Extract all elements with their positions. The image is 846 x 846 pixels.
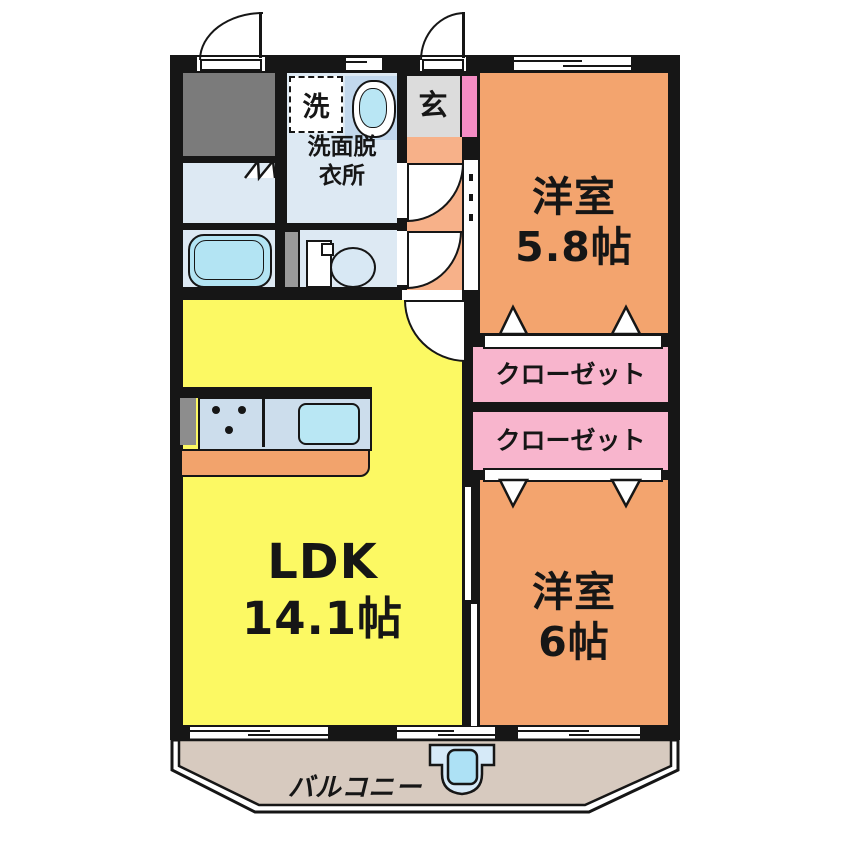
washing-machine-box: 洗 (289, 76, 343, 133)
storage-door-arc (199, 12, 263, 60)
toilet-handle-icon (321, 243, 334, 256)
laundry-label: 洗 (302, 92, 330, 123)
ldk-door-opening (402, 290, 462, 300)
toilet-bowl-icon (330, 247, 376, 288)
toilet-door-opening (397, 231, 407, 285)
bathroom-floor-area (183, 163, 275, 223)
ldk-room-partition-channel (471, 604, 477, 726)
closet-name: クローゼット (495, 359, 646, 389)
stove-burner-icon (225, 426, 233, 434)
storage-door-leaf-line (259, 12, 262, 58)
washbasin-bowl (359, 88, 387, 128)
closet-upper-label: クローゼット (473, 347, 668, 402)
room-name: LDK (267, 534, 378, 591)
closet-upper-area (473, 347, 668, 402)
room-size: 14.1帖 (241, 591, 404, 645)
storage-shaft-area (183, 73, 275, 156)
washroom-name: 衣所 (319, 163, 365, 189)
counter-divider (262, 397, 265, 447)
shoe-cabinet-strip (462, 76, 477, 137)
storage-door-leaf (200, 59, 262, 71)
room-size: 5.8帖 (515, 222, 633, 271)
washroom-door-opening (397, 163, 407, 218)
closet-lower-label: クローゼット (473, 412, 668, 470)
lower-room-balcony-window (518, 727, 640, 739)
entrance-symbol: 玄 (418, 87, 449, 122)
room-label-western-upper: 洋室 5.8帖 (480, 160, 668, 285)
ldk-balcony-door-window (397, 727, 495, 739)
room-label-ldk: LDK 14.1帖 (183, 525, 462, 655)
washroom-window (346, 58, 382, 70)
stove-burner-icon (238, 406, 246, 414)
closet-lower-area (473, 412, 668, 470)
entrance-area (407, 76, 460, 140)
kitchen-counter-base (180, 449, 370, 477)
entrance-label: 玄 (407, 76, 460, 134)
entrance-door-leaf (422, 59, 464, 71)
upper-room-door-channel (464, 160, 478, 290)
ldk-balcony-window (190, 727, 328, 739)
room-name: 洋室 (532, 568, 616, 617)
washroom-label: 洗面脱 衣所 (287, 131, 397, 193)
washroom-name: 洗面脱 (307, 134, 377, 161)
door-tick (469, 174, 473, 181)
stove-burner-icon (212, 406, 220, 414)
closet-lower-door-track (483, 468, 663, 482)
entrance-door-leaf-line (462, 12, 465, 58)
ldk-area (183, 300, 462, 725)
room-size: 6帖 (538, 617, 610, 666)
bathtub-inner-line (194, 240, 264, 280)
balcony-name: バルコニー (287, 773, 423, 804)
kitchen-sink-icon (298, 403, 360, 445)
room-label-western-lower: 洋室 6帖 (480, 555, 668, 680)
kitchen-wall-bar (178, 387, 372, 398)
ldk-room-partition-channel (465, 487, 471, 600)
door-tick (469, 214, 473, 221)
refrigerator-space (180, 398, 196, 445)
closet-upper-door-track (483, 334, 663, 349)
balcony-label: バルコニー (255, 772, 455, 806)
pipe-space (285, 232, 298, 287)
western-room-upper-area (480, 73, 668, 333)
entrance-door-arc (420, 12, 465, 60)
room-name: 洋室 (532, 173, 616, 222)
upper-room-window (514, 57, 631, 70)
western-room-lower-area (480, 480, 668, 725)
closet-name: クローゼット (495, 426, 646, 455)
door-tick (469, 194, 473, 201)
